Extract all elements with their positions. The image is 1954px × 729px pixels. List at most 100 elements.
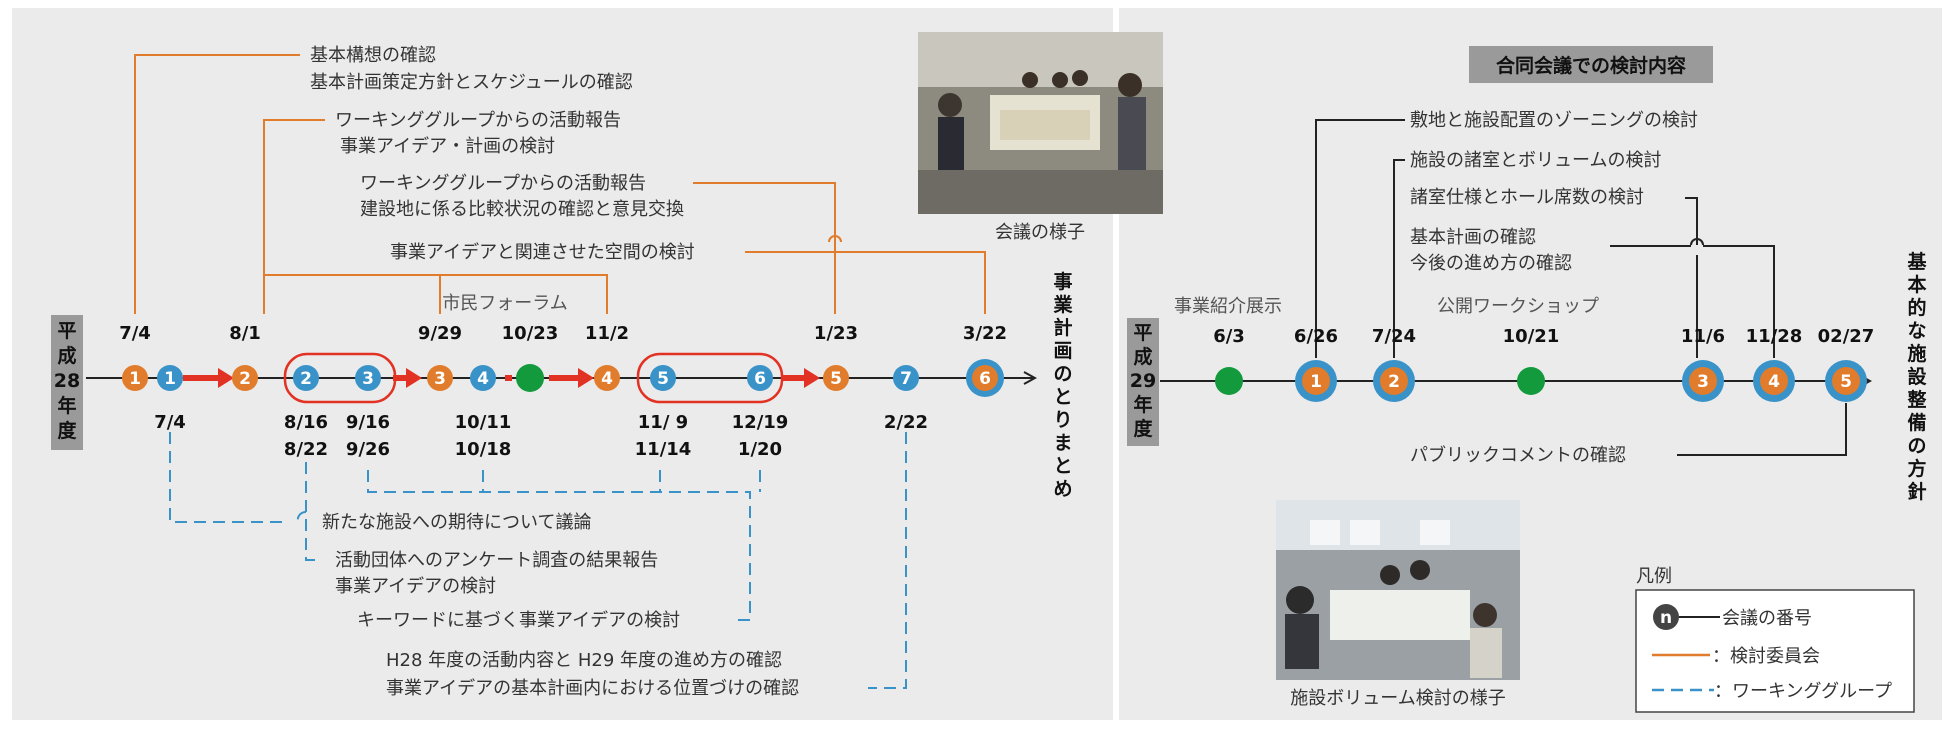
- date-label: 6/26: [1294, 326, 1338, 347]
- date-label: 11/14: [635, 439, 692, 460]
- svg-text:1: 1: [129, 369, 141, 389]
- progress-arrows: [183, 368, 820, 388]
- date-label: 11/2: [585, 323, 629, 344]
- event-label: 公開ワークショップ: [1437, 296, 1599, 317]
- note-text: 事業アイデアの検討: [335, 576, 496, 597]
- joint-meeting-node: 2: [1373, 360, 1415, 402]
- wg-node: 1: [157, 365, 183, 391]
- svg-text:7: 7: [900, 369, 912, 389]
- joint-heading-box: [1469, 46, 1713, 83]
- legend-item: ：検討委員会: [1712, 646, 1820, 667]
- date-label: 1/20: [738, 439, 782, 460]
- date-label: 9/16: [346, 412, 390, 433]
- joint-notes: 敷地と施設配置のゾーニングの検討 施設の諸室とボリュームの検討 諸室仕様とホール…: [1410, 110, 1698, 466]
- date-label: 6/3: [1213, 326, 1245, 347]
- joint-connectors: [1315, 119, 1847, 456]
- year-box-h29: [1127, 318, 1159, 446]
- wg-group-bracket: [283, 352, 397, 404]
- svg-text:2: 2: [300, 369, 312, 389]
- wg-node: 3: [355, 365, 381, 391]
- date-label: 7/4: [119, 323, 151, 344]
- svg-text:り: り: [1053, 409, 1072, 431]
- event-label: 事業紹介展示: [1174, 296, 1282, 317]
- wg-node: 6: [747, 365, 773, 391]
- date-label: 10/18: [455, 439, 512, 460]
- note-text: 基本計画の確認: [1410, 227, 1536, 248]
- year-char: 度: [57, 419, 77, 442]
- note-text: 新たな施設への期待について議論: [322, 512, 591, 533]
- legend-title: 凡例: [1636, 566, 1672, 587]
- committee-connectors: [134, 54, 986, 314]
- date-label: 8/1: [229, 323, 261, 344]
- date-label: 3/22: [963, 323, 1007, 344]
- note-text: 施設の諸室とボリュームの検討: [1410, 150, 1661, 171]
- year-char: 年: [1133, 393, 1152, 416]
- photo-caption: 会議の様子: [995, 222, 1085, 243]
- legend: 凡例 n 会議の番号 ：検討委員会 ：ワーキンググループ: [1635, 566, 1915, 713]
- joint-meeting-node: 3: [1682, 360, 1724, 402]
- svg-text:設: 設: [1907, 365, 1927, 388]
- svg-text:の: の: [1053, 363, 1072, 385]
- svg-text:4: 4: [477, 369, 489, 389]
- svg-text:4: 4: [601, 369, 613, 389]
- date-label: 11/ 9: [638, 412, 688, 433]
- note-text: ワーキンググループからの活動報告: [335, 110, 621, 131]
- endpoint-label-h29: 基 本 的 な 施 設 整 備 の 方 針: [1906, 250, 1927, 503]
- svg-text:n: n: [1660, 608, 1672, 628]
- svg-text:ま: ま: [1053, 432, 1072, 454]
- svg-text:事: 事: [1053, 270, 1072, 293]
- date-label: 7/24: [1372, 326, 1416, 347]
- note-text: 建設地に係る比較状況の確認と意見交換: [360, 199, 684, 220]
- committee-node: 4: [594, 365, 620, 391]
- volume-study-photo: [1276, 500, 1520, 680]
- svg-text:6: 6: [979, 369, 991, 389]
- date-label: 10/23: [502, 323, 559, 344]
- svg-text:め: め: [1053, 478, 1072, 500]
- year-char: 平: [1133, 322, 1152, 344]
- svg-text:針: 針: [1907, 480, 1926, 503]
- note-text: 今後の進め方の確認: [1410, 253, 1572, 274]
- committee-notes: 基本構想の確認 基本計画策定方針とスケジュールの確認 ワーキンググループからの活…: [310, 45, 695, 263]
- exhibition-event-node: [1215, 367, 1243, 395]
- date-label: 9/26: [346, 439, 390, 460]
- note-text: 活動団体へのアンケート調査の結果報告: [335, 550, 658, 571]
- forum-event-node: [516, 364, 544, 392]
- svg-text:施: 施: [1907, 342, 1926, 365]
- top-dates-h28: 7/4 8/1 9/29 10/23 11/2 1/23 3/22: [119, 323, 1007, 344]
- svg-text:と: と: [1053, 386, 1072, 408]
- committee-node: 1: [122, 365, 148, 391]
- svg-text:の: の: [1907, 435, 1926, 457]
- svg-text:3: 3: [1697, 372, 1709, 392]
- nodes-h28: 1 1 2 2 3 3 4 4 5 6 5 7 6: [122, 359, 1004, 397]
- date-label: 9/29: [418, 323, 462, 344]
- svg-text:5: 5: [830, 369, 842, 389]
- note-text: ワーキンググループからの活動報告: [360, 173, 646, 194]
- year-char: 29: [1130, 370, 1156, 392]
- note-text: 諸室仕様とホール席数の検討: [1410, 187, 1644, 208]
- date-label: 8/22: [284, 439, 328, 460]
- endpoint-label-h28: 事 業 計 画 の と り ま と め: [1052, 270, 1073, 500]
- svg-text:5: 5: [1840, 372, 1852, 392]
- note-text: 敷地と施設配置のゾーニングの検討: [1410, 110, 1698, 131]
- note-text: 事業アイデア・計画の検討: [340, 136, 555, 157]
- top-dates-h29: 6/3 6/26 7/24 10/21 11/6 11/28 02/27: [1213, 326, 1874, 347]
- svg-text:な: な: [1907, 320, 1926, 342]
- wg-notes: 新たな施設への期待について議論 活動団体へのアンケート調査の結果報告 事業アイデ…: [322, 512, 799, 699]
- meeting-photo: [918, 32, 1163, 214]
- svg-text:画: 画: [1053, 340, 1072, 362]
- joint-meeting-node: 5: [1825, 360, 1867, 402]
- date-label: 02/27: [1818, 326, 1875, 347]
- note-text: 事業アイデアの基本計画内における位置づけの確認: [386, 678, 799, 699]
- date-label: 8/16: [284, 412, 328, 433]
- note-text: 事業アイデアと関連させた空間の検討: [390, 242, 695, 263]
- svg-text:1: 1: [164, 369, 176, 389]
- svg-text:1: 1: [1310, 372, 1322, 392]
- date-label: 11/6: [1681, 326, 1725, 347]
- svg-text:5: 5: [657, 369, 669, 389]
- bottom-dates-h28: 7/4 8/16 8/22 9/16 9/26 10/11 10/18 11/ …: [154, 412, 928, 460]
- nodes-h29: 1 2 3 4 5: [1215, 360, 1867, 402]
- note-text: H28 年度の活動内容と H29 年度の進め方の確認: [386, 650, 782, 671]
- svg-text:整: 整: [1907, 388, 1926, 411]
